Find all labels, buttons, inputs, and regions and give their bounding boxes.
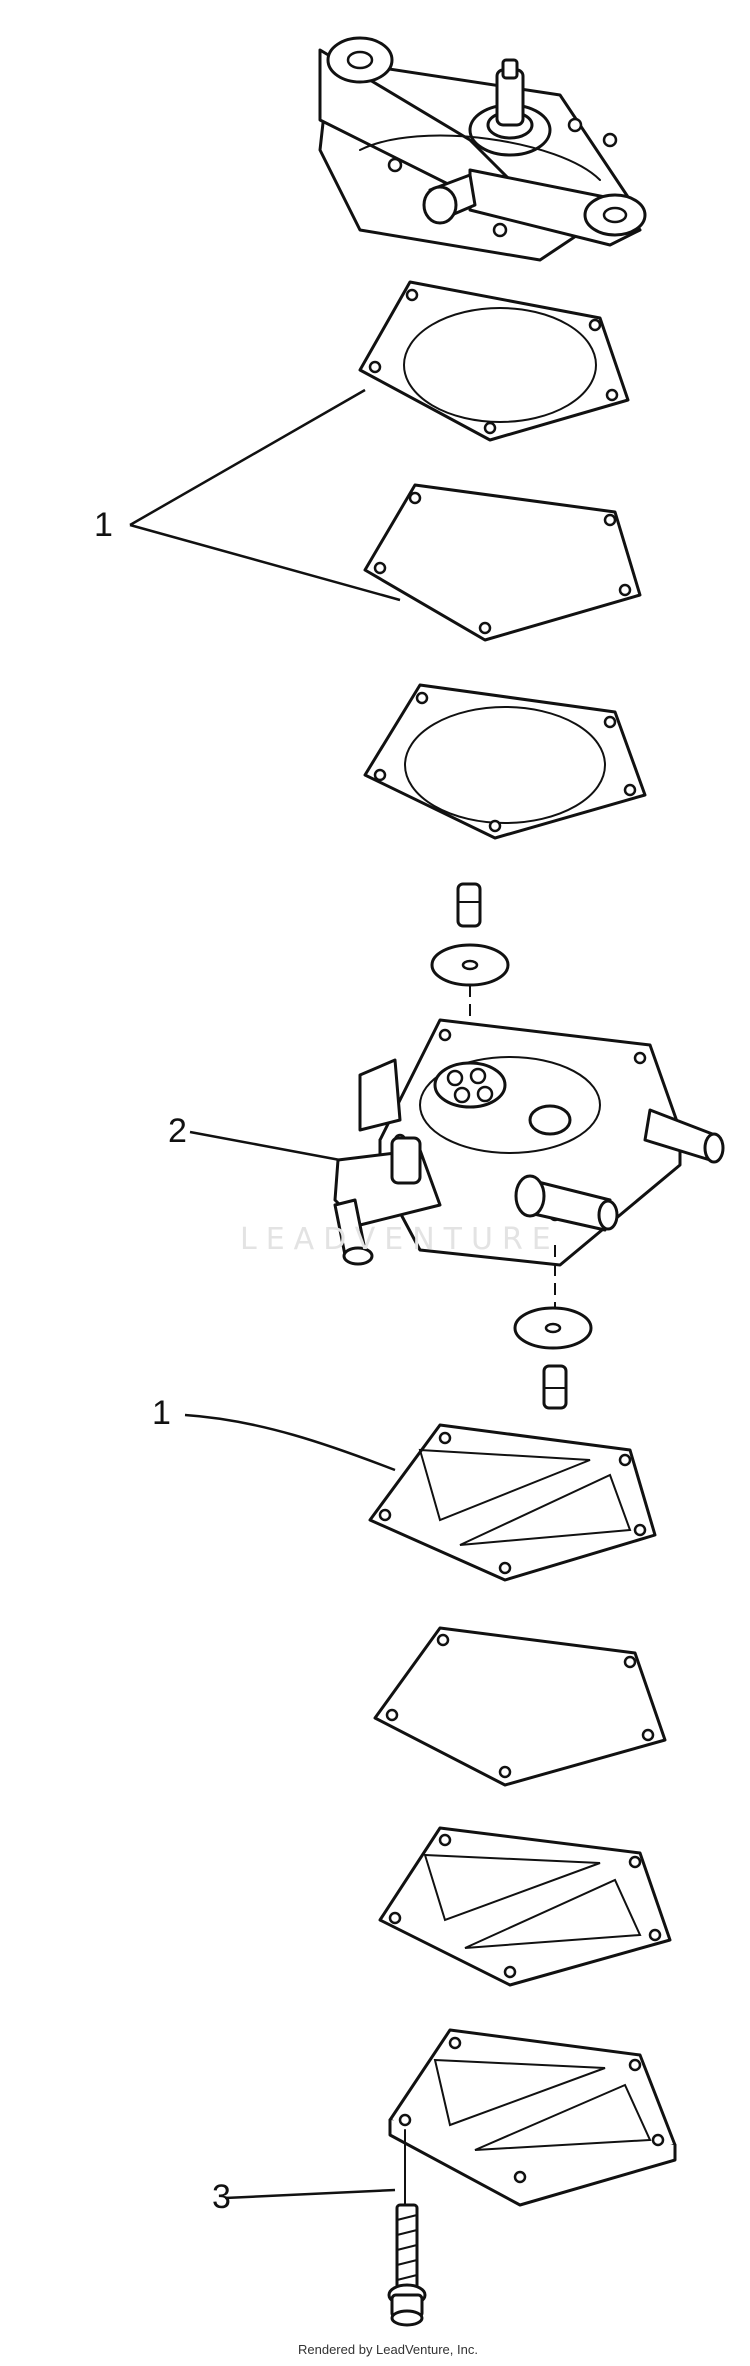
callout-1-upper: 1 [94, 506, 113, 544]
pump-cover-top [318, 36, 647, 262]
footer-credit: Rendered by LeadVenture, Inc. [298, 2342, 478, 2357]
gasket-4 [378, 1826, 672, 1987]
diaphragm-1 [363, 483, 642, 642]
watermark-text: LEADVENTURE [240, 1222, 560, 1257]
pump-cover-bottom [388, 2028, 677, 2207]
valve-washer-upper [430, 943, 510, 987]
gasket-1 [358, 280, 630, 442]
valve-washer-lower [513, 1306, 593, 1350]
callout-3: 3 [212, 2178, 231, 2216]
callout-2: 2 [168, 1112, 187, 1150]
screw [387, 2203, 427, 2327]
check-valve-lower [542, 1364, 568, 1410]
gasket-3 [368, 1423, 657, 1582]
pump-body [333, 1018, 725, 1267]
check-valve-upper [456, 882, 482, 928]
callout-1-lower: 1 [152, 1394, 171, 1432]
gasket-2 [363, 683, 647, 840]
diaphragm-2 [373, 1626, 667, 1787]
leader-lines [129, 388, 401, 2200]
